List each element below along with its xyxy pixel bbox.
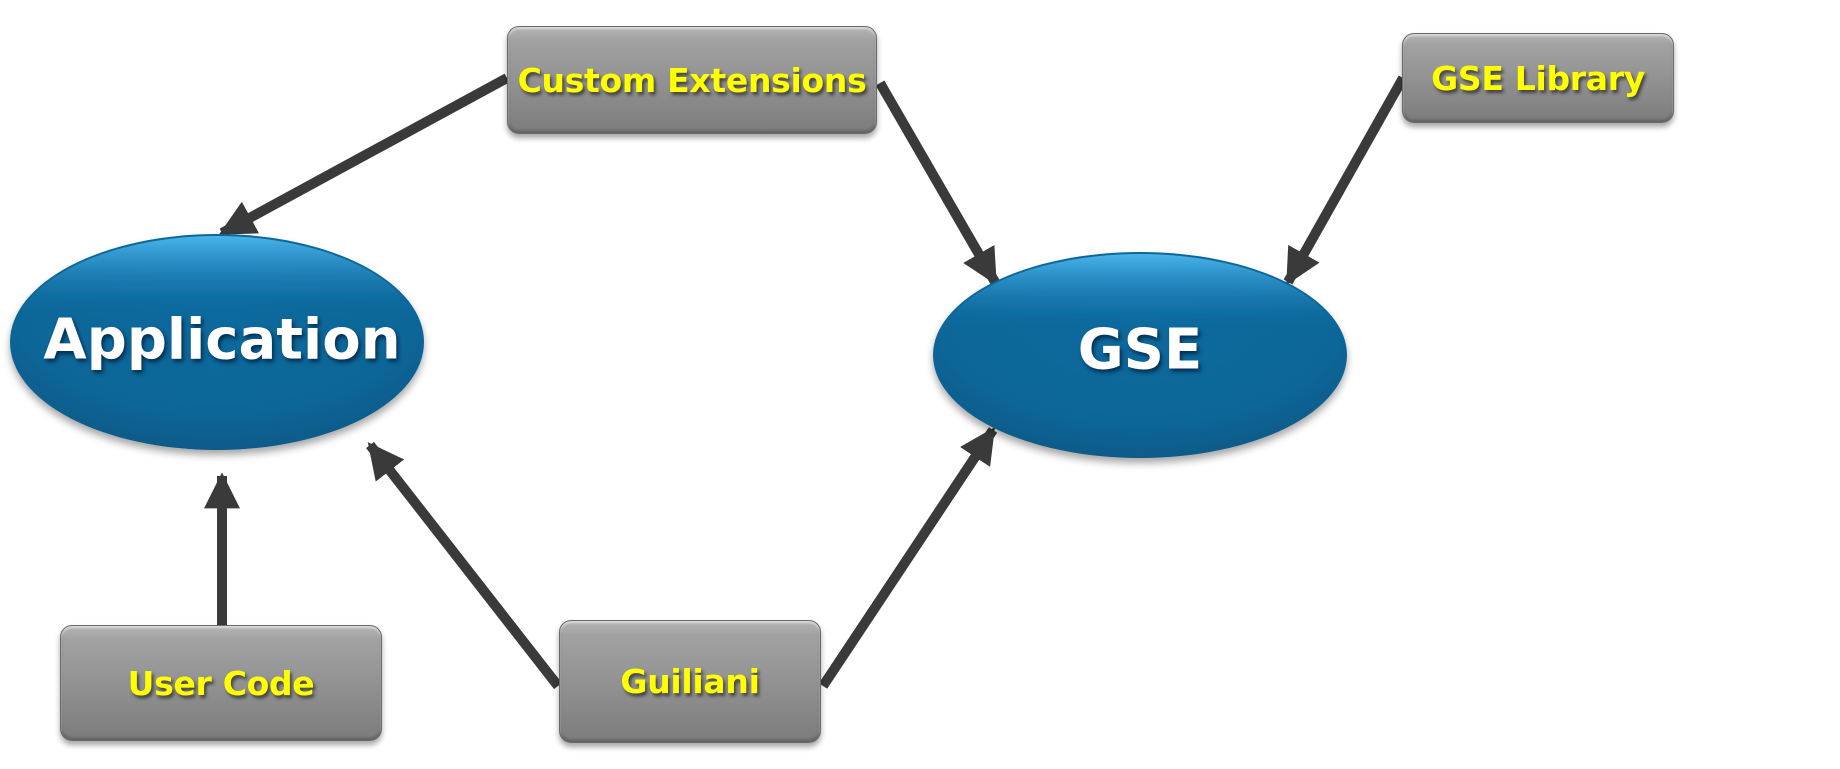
node-gse-label: GSE bbox=[1077, 317, 1203, 383]
node-custom-extensions-label: Custom Extensions bbox=[517, 60, 867, 100]
edges bbox=[204, 73, 1408, 690]
node-custom-extensions[interactable]: Custom Extensions bbox=[507, 26, 877, 134]
node-application-shape[interactable] bbox=[10, 234, 424, 450]
node-gse-library[interactable]: GSE Library bbox=[1402, 33, 1674, 123]
node-gse-shape[interactable] bbox=[933, 252, 1347, 458]
node-gse-library-label: GSE Library bbox=[1431, 58, 1645, 98]
edge-custom-extensions-to-gse bbox=[875, 80, 1000, 286]
edge-guiliani-to-gse bbox=[818, 427, 998, 689]
edge-guiliani-to-application bbox=[366, 441, 562, 690]
edge-gse-library-to-gse bbox=[1283, 75, 1408, 286]
node-user-code[interactable]: User Code bbox=[60, 625, 382, 741]
edge-custom-extensions-to-application bbox=[218, 73, 510, 238]
node-application-label: Application bbox=[43, 307, 401, 373]
gse-ellipse-rim bbox=[935, 254, 1345, 456]
application-ellipse-rim bbox=[12, 236, 422, 448]
node-guiliani[interactable]: Guiliani bbox=[559, 620, 821, 743]
node-user-code-label: User Code bbox=[127, 663, 315, 703]
node-guiliani-label: Guiliani bbox=[620, 662, 760, 701]
